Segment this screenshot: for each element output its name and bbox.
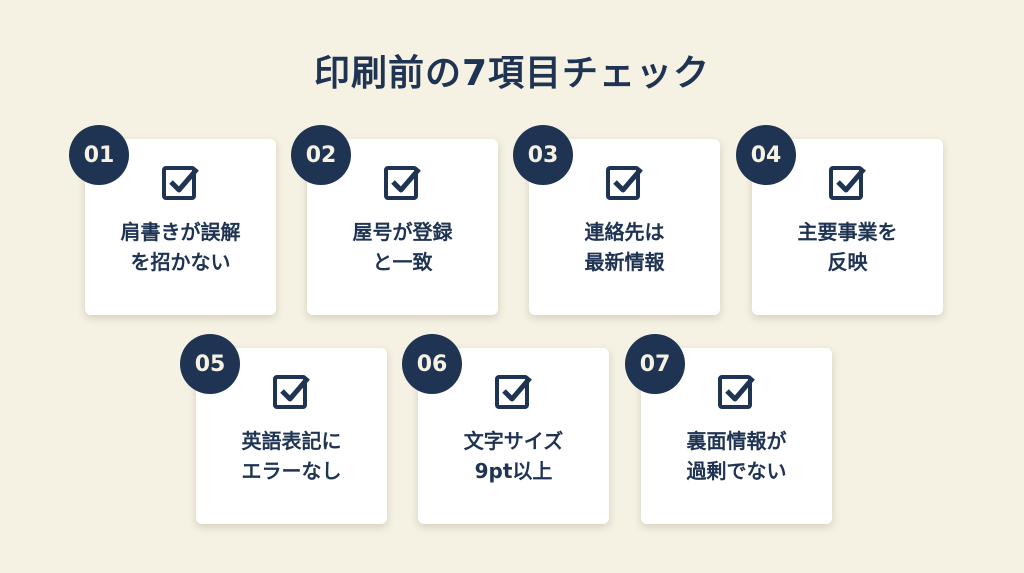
item-text-line2: 過剰でない [686,459,787,483]
item-number-badge: 03 [513,125,573,185]
item-text-line1: 英語表記に [241,429,342,453]
checklist-card: 06 文字サイズ 9pt以上 [402,334,609,524]
checklist-card: 05 英語表記にエラーなし [180,334,387,524]
item-text-line1: 連絡先は [584,220,665,244]
checkbox-checked-icon [162,166,199,200]
item-text-line1: 主要事業を [797,220,898,244]
item-number-badge: 05 [180,334,240,394]
item-number-badge: 04 [736,125,796,185]
checklist-card: 03 連絡先は最新情報 [513,125,720,315]
item-text-line1: 裏面情報が [686,429,787,453]
checkbox-checked-icon [495,375,532,409]
checkbox-checked-icon [273,375,310,409]
item-text-line2: 9pt以上 [474,459,553,483]
checklist-card: 04 主要事業を反映 [736,125,943,315]
item-number-badge: 06 [402,334,462,394]
item-text-line2: エラーなし [241,459,342,483]
item-number-badge: 07 [625,334,685,394]
item-text-line1: 文字サイズ [463,429,564,453]
item-text-line2: 最新情報 [584,250,665,274]
item-text-line1: 肩書きが誤解 [120,220,241,244]
page-title: 印刷前の7項目チェック [313,53,711,94]
checklist-card: 01 肩書きが誤解を招かない [69,125,276,315]
item-text-line1: 屋号が登録 [352,220,453,244]
checkbox-checked-icon [384,166,421,200]
item-number-badge: 01 [69,125,129,185]
checklist-card: 07 裏面情報が過剰でない [625,334,832,524]
checkbox-checked-icon [829,166,866,200]
item-text-line2: と一致 [372,250,433,274]
checkbox-checked-icon [718,375,755,409]
checkbox-checked-icon [606,166,643,200]
item-number-badge: 02 [291,125,351,185]
checklist-card: 02 屋号が登録と一致 [291,125,498,315]
item-text-line2: を招かない [130,250,231,274]
item-text-line2: 反映 [827,250,868,274]
